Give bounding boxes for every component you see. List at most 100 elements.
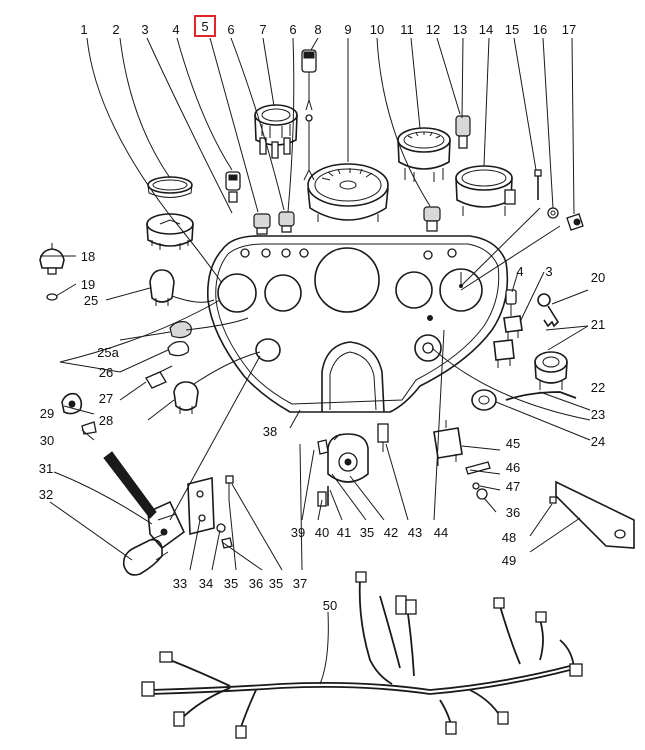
callout-15: 15: [505, 22, 519, 37]
callout-19: 19: [81, 277, 95, 292]
callout-10: 10: [370, 22, 384, 37]
callout-23: 23: [591, 407, 605, 422]
callout-36: 36: [249, 576, 263, 591]
indicator-lamp-4: [225, 171, 241, 203]
callout-31: 31: [39, 461, 53, 476]
knob-29: [61, 392, 83, 415]
callout-25a: 25a: [97, 345, 119, 360]
callout-labels: 1 2 3 4 5 6 7 6 8 9 10 11 12 13 14 15 16…: [39, 15, 605, 613]
callout-3: 3: [141, 22, 148, 37]
switch-25: [149, 269, 175, 306]
callout-37: 37: [293, 576, 307, 591]
temperature-gauge: [397, 127, 451, 182]
callout-35: 35: [224, 576, 238, 591]
oil-pressure-gauge: [455, 165, 516, 216]
callout-1: 1: [80, 22, 87, 37]
relay-45: [433, 420, 463, 466]
callout-35c: 35: [360, 525, 374, 540]
callout-21: 21: [591, 317, 605, 332]
small-lamp-4r: [505, 289, 517, 316]
plug-40: [317, 491, 327, 507]
contact-39: [317, 439, 329, 455]
clip-46: [465, 461, 491, 475]
callout-12: 12: [426, 22, 440, 37]
flasher-unit-42: [327, 433, 369, 483]
callout-3-right: 3: [545, 264, 552, 279]
callout-45: 45: [506, 436, 520, 451]
callout-4-right: 4: [516, 264, 523, 279]
callout-42: 42: [384, 525, 398, 540]
cap-26: [167, 340, 190, 357]
callout-24: 24: [591, 434, 605, 449]
callout-46: 46: [506, 460, 520, 475]
callout-41: 41: [337, 525, 351, 540]
clip-47: [472, 482, 480, 490]
callout-20: 20: [591, 270, 605, 285]
speedometer: [307, 163, 389, 222]
callout-13: 13: [453, 22, 467, 37]
callout-2: 2: [112, 22, 119, 37]
screw-48: [549, 496, 557, 504]
indicator-lamp-6: [278, 211, 295, 233]
grommet-24: [471, 389, 497, 411]
wire-22: [505, 391, 577, 401]
switch-28: [173, 381, 199, 414]
nut-36: [221, 537, 233, 549]
callout-32: 32: [39, 487, 53, 502]
leader-lines: [40, 37, 591, 685]
callout-40: 40: [315, 525, 329, 540]
wiring-harness: [141, 571, 583, 739]
bulb-32: [122, 533, 169, 576]
callout-30: 30: [40, 433, 54, 448]
turn-signal-stalk-31: [103, 451, 186, 550]
fuse-43: [377, 423, 389, 452]
bracket-33: [187, 476, 215, 536]
callout-28: 28: [99, 413, 113, 428]
nut-36r: [476, 488, 488, 500]
callout-5-highlight-box: [194, 15, 216, 37]
callout-38: 38: [263, 424, 277, 439]
switch-17: [566, 213, 584, 231]
bracket-49: [555, 480, 635, 549]
screw-15: [534, 169, 542, 200]
callout-25: 25: [84, 293, 98, 308]
washer-19: [46, 293, 58, 301]
callout-9: 9: [344, 22, 351, 37]
callout-14: 14: [479, 22, 493, 37]
indicator-lamp-12: [455, 115, 471, 149]
callout-36-right: 36: [506, 505, 520, 520]
callout-18: 18: [81, 249, 95, 264]
callout-16: 16: [533, 22, 547, 37]
horn-button-18: [39, 243, 65, 275]
callout-17: 17: [562, 22, 576, 37]
indicator-lamp-10: [423, 206, 441, 232]
callout-33: 33: [173, 576, 187, 591]
bulb-part-8: [301, 49, 317, 181]
callout-5: 5: [201, 19, 208, 34]
callout-6b: 6: [289, 22, 296, 37]
callout-34: 34: [199, 576, 213, 591]
plug-27: [145, 365, 173, 389]
screw-37: [225, 475, 234, 500]
callout-50: 50: [323, 598, 337, 613]
callout-39: 39: [291, 525, 305, 540]
callout-26: 26: [99, 365, 113, 380]
callout-6: 6: [227, 22, 234, 37]
callout-44: 44: [434, 525, 448, 540]
washer-16: [547, 207, 559, 219]
callout-47: 47: [506, 479, 520, 494]
callout-4: 4: [172, 22, 179, 37]
switch-3r: [503, 315, 523, 340]
callout-49: 49: [502, 553, 516, 568]
callout-35b: 35: [269, 576, 283, 591]
nut-35: [216, 523, 226, 533]
ignition-lock-21: [534, 351, 568, 390]
callout-7: 7: [259, 22, 266, 37]
callout-8: 8: [314, 22, 321, 37]
callout-43: 43: [408, 525, 422, 540]
lamp-holder-cluster: [254, 104, 298, 159]
ignition-switch-23: [493, 339, 515, 368]
callout-22: 22: [591, 380, 605, 395]
callout-48: 48: [502, 530, 516, 545]
